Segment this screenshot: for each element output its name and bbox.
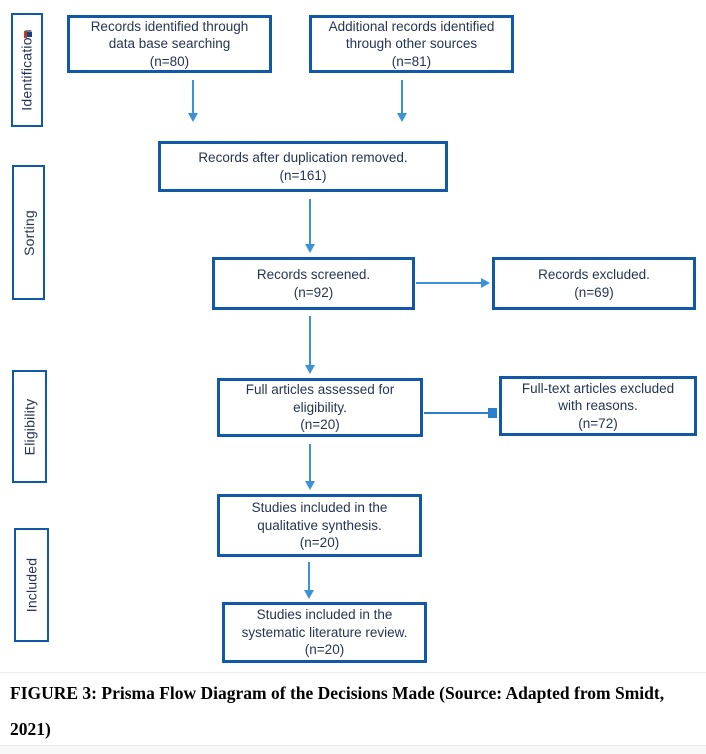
- stage-box-sorting: Sorting: [12, 165, 45, 300]
- stage-label-identification: Identification: [19, 29, 36, 111]
- node-qualitative-synthesis-text: Studies included in the qualitative synt…: [251, 500, 388, 551]
- scan-artifact-mark: [24, 31, 32, 38]
- arrow-eligibility-to-fulltext-excluded-icon: [424, 408, 497, 418]
- node-systematic-review-text: Studies included in the systematic liter…: [241, 607, 408, 658]
- arrow-dedup-to-screened-icon: [305, 199, 315, 253]
- arrow-screened-to-excluded-icon: [416, 278, 490, 288]
- node-full-articles-text: Full articles assessed for eligibility. …: [245, 382, 395, 433]
- arrow-other-to-dedup-icon: [397, 80, 407, 122]
- node-other-sources-text: Additional records identified through ot…: [328, 18, 495, 69]
- stage-box-included: Included: [14, 528, 49, 642]
- stage-label-sorting: Sorting: [20, 209, 37, 256]
- node-after-duplication: Records after duplication removed. (n=16…: [158, 141, 448, 192]
- arrow-screened-to-eligibility-icon: [305, 316, 315, 374]
- figure-caption: FIGURE 3: Prisma Flow Diagram of the Dec…: [10, 683, 665, 739]
- arrow-eligibility-to-qualitative-icon: [305, 444, 315, 490]
- node-fulltext-excluded: Full-text articles excluded with reasons…: [499, 376, 697, 436]
- node-after-duplication-text: Records after duplication removed. (n=16…: [198, 149, 408, 183]
- caption-divider: [0, 672, 706, 673]
- node-db-search: Records identified through data base sea…: [67, 15, 272, 73]
- node-screened-text: Records screened. (n=92): [256, 266, 371, 300]
- node-excluded: Records excluded. (n=69): [492, 257, 696, 310]
- node-other-sources: Additional records identified through ot…: [309, 15, 514, 73]
- stage-label-included: Included: [23, 557, 40, 613]
- node-systematic-review: Studies included in the systematic liter…: [222, 602, 427, 663]
- stage-box-eligibility: Eligibility: [12, 370, 47, 483]
- arrow-db-to-dedup-icon: [188, 80, 198, 122]
- node-qualitative-synthesis: Studies included in the qualitative synt…: [217, 494, 422, 557]
- stage-label-eligibility: Eligibility: [21, 398, 38, 455]
- node-full-articles: Full articles assessed for eligibility. …: [217, 378, 423, 437]
- arrow-qualitative-to-systematic-icon: [304, 562, 314, 599]
- node-excluded-text: Records excluded. (n=69): [538, 266, 650, 300]
- node-fulltext-excluded-text: Full-text articles excluded with reasons…: [521, 380, 675, 431]
- bottom-divider: [0, 745, 706, 754]
- node-screened: Records screened. (n=92): [212, 257, 415, 310]
- node-db-search-text: Records identified through data base sea…: [90, 18, 249, 69]
